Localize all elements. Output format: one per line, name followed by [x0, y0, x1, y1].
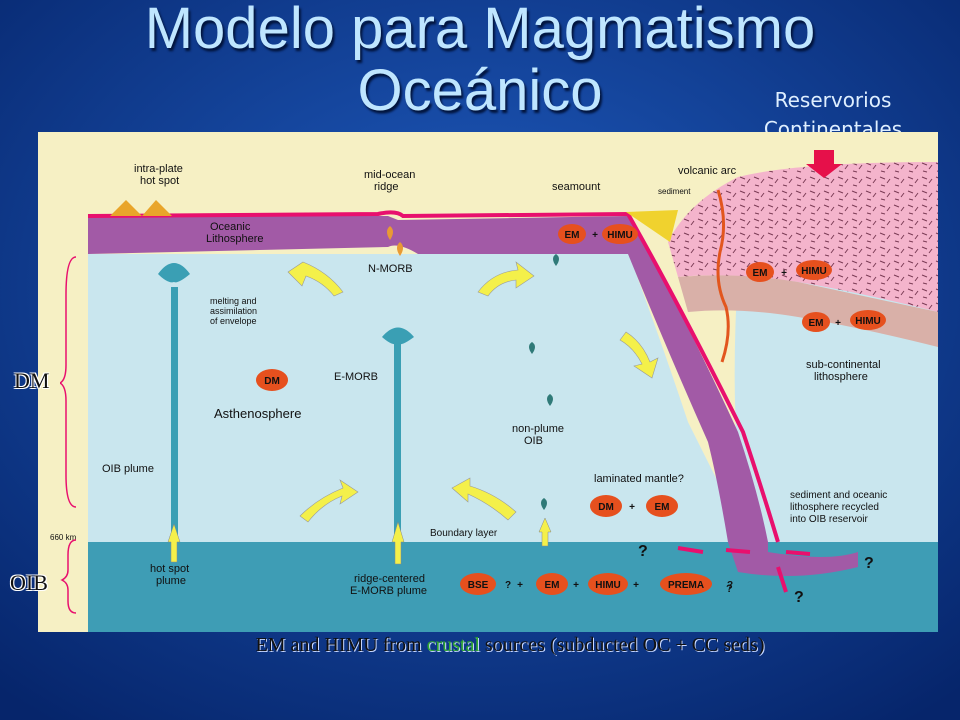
question-3: ?: [794, 589, 804, 606]
label-subcont-2: lithosphere: [814, 371, 868, 383]
svg-text:BSE: BSE: [468, 580, 489, 591]
label-non-plume-2: OIB: [524, 435, 543, 447]
ridge-plume: [382, 327, 414, 534]
label-hot-spot-2: plume: [156, 575, 186, 587]
svg-text:EM: EM: [809, 318, 824, 329]
svg-text:EM: EM: [753, 268, 768, 279]
question-2: ?: [864, 555, 874, 572]
label-melting-3: of envelope: [210, 316, 257, 326]
label-volcanic-arc: volcanic arc: [678, 165, 737, 177]
label-intraplate-2: hot spot: [140, 175, 179, 187]
label-melting-1: melting and: [210, 296, 257, 306]
svg-text:HIMU: HIMU: [607, 230, 633, 241]
label-subcont-1: sub-continental: [806, 359, 881, 371]
continental-reservoir-arrow: [806, 150, 842, 178]
label-intraplate-1: intra-plate: [134, 163, 183, 175]
svg-text:?: ?: [505, 580, 511, 591]
svg-text:+: +: [633, 580, 639, 591]
oib-side-label: OIB: [10, 570, 48, 595]
oceanic-magmatism-diagram: intra-plate hot spot mid-ocean ridge sea…: [38, 132, 938, 632]
svg-text:?: ?: [727, 580, 733, 591]
svg-text:EM: EM: [655, 502, 670, 513]
svg-text:+: +: [781, 268, 787, 279]
svg-text:+: +: [573, 580, 579, 591]
dm-side-label: DM: [14, 368, 50, 393]
label-asthenosphere: Asthenosphere: [214, 406, 301, 421]
label-laminated: laminated mantle?: [594, 473, 684, 485]
convection-arrows: [287, 261, 659, 523]
label-e-morb: E-MORB: [334, 371, 378, 383]
svg-text:+: +: [629, 502, 635, 513]
intraplate-volcanoes: [110, 200, 172, 216]
svg-text:HIMU: HIMU: [801, 266, 827, 277]
surface-line: [87, 210, 780, 543]
caption-after: sources (subducted OC + CC seds): [479, 634, 765, 656]
svg-text:DM: DM: [264, 376, 280, 387]
label-sediment: sediment: [658, 187, 691, 196]
side-braces: [60, 256, 77, 614]
continent: [668, 162, 938, 312]
label-boundary-layer: Boundary layer: [430, 528, 498, 539]
svg-text:+: +: [517, 580, 523, 591]
title-line-1: Modelo para Magmatismo: [144, 0, 816, 61]
label-660km: 660 km: [50, 533, 77, 542]
reservoir-ovals: EM + HIMU EM + HIMU EM + HIMU DM DM + EM…: [256, 224, 886, 595]
label-recycled-1: sediment and oceanic: [790, 490, 887, 501]
caption-before: EM and HIMU from: [255, 634, 427, 656]
label-n-morb: N-MORB: [368, 263, 413, 275]
label-ridge-centered-2: E-MORB plume: [350, 585, 427, 597]
svg-text:HIMU: HIMU: [855, 316, 881, 327]
title-line-2: Oceánico: [357, 58, 603, 123]
svg-text:EM: EM: [565, 230, 580, 241]
label-mid-ocean-1: mid-ocean: [364, 169, 415, 181]
question-1: ?: [638, 543, 648, 560]
svg-text:+: +: [835, 318, 841, 329]
label-oceanic-2: Lithosphere: [206, 233, 264, 245]
question-4: ?: [726, 583, 733, 595]
label-hot-spot-1: hot spot: [150, 563, 189, 575]
label-oib-plume: OIB plume: [102, 463, 154, 475]
label-melting-2: assimilation: [210, 306, 257, 316]
svg-text:+: +: [592, 230, 598, 241]
non-plume-oib-droplets: [529, 254, 559, 510]
slide-title: Modelo para Magmatismo Oceánico: [60, 0, 900, 122]
svg-text:DM: DM: [598, 502, 614, 513]
label-mid-ocean-2: ridge: [374, 181, 398, 193]
svg-text:PREMA: PREMA: [668, 580, 704, 591]
oceanic-lithosphere: [88, 216, 858, 576]
hot-spot-plume: [158, 263, 190, 537]
caption-highlight: crustal: [426, 634, 480, 656]
svg-text:EM: EM: [545, 580, 560, 591]
lower-mantle: [88, 542, 938, 632]
arc-magma-path: [716, 189, 730, 363]
upper-mantle: [88, 252, 748, 542]
label-recycled-3: into OIB reservoir: [790, 514, 868, 525]
label-seamount: seamount: [552, 181, 600, 193]
label-non-plume-1: non-plume: [512, 423, 564, 435]
label-recycled-2: lithosphere recycled: [790, 502, 879, 513]
caption: EM and HIMU from crustal sources (subduc…: [140, 634, 880, 657]
svg-text:HIMU: HIMU: [595, 580, 621, 591]
label-ridge-centered-1: ridge-centered: [354, 573, 425, 585]
label-oceanic-1: Oceanic: [210, 221, 251, 233]
recycled-slab-dashes: [677, 546, 811, 593]
